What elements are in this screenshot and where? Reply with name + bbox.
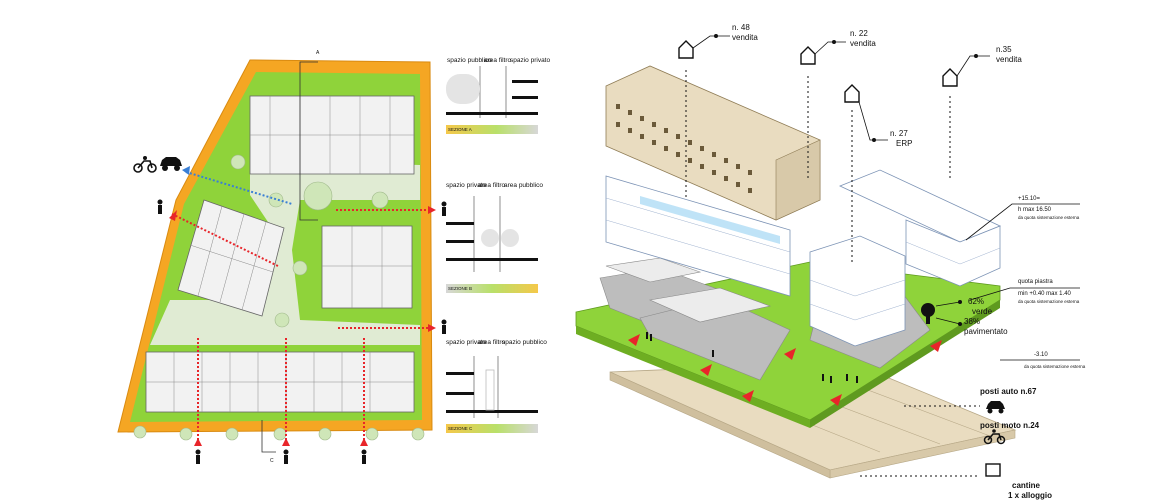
block-35 — [905, 219, 1001, 287]
block-22-use: vendita — [850, 39, 876, 48]
section-a: spazio pubblico area filtro spazio priva… — [446, 57, 550, 134]
basement-ref: da quota sistemazione esterna — [1024, 364, 1086, 369]
height-top-ref: da quota sistemazione esterna — [1018, 215, 1080, 220]
section-b-col2: area filtro — [478, 182, 505, 189]
block-22-count: n. 22 — [850, 29, 868, 38]
section-c-label: SEZIONE C — [448, 426, 473, 431]
tree-icon — [921, 303, 935, 324]
building-west — [177, 199, 285, 317]
section-marker-a: A — [316, 50, 320, 56]
height-top-max: h max 16.50 — [1018, 207, 1052, 213]
podium-ref: da quota sistemazione esterna — [1018, 299, 1080, 304]
section-a-col1: spazio pubblico — [447, 57, 492, 64]
section-b-col3: area pubblico — [504, 182, 543, 189]
house-icon — [942, 68, 958, 87]
paved-percent: 38% — [964, 317, 980, 326]
motorbike-icon — [983, 429, 1006, 445]
motorbike-icon — [133, 156, 157, 173]
block-48-use: vendita — [732, 33, 758, 42]
cellar-icon — [985, 463, 1001, 477]
entry-arrows — [628, 334, 942, 406]
section-c: spazio privato area filtro spazio pubbli… — [446, 339, 547, 433]
block-35-use: vendita — [996, 55, 1022, 64]
pedestrian-icon — [361, 449, 367, 464]
section-a-col3: spazio privato — [510, 57, 550, 64]
block-27-use: ERP — [896, 139, 912, 148]
courtyard-paving — [150, 160, 420, 345]
height-top-level: +15.10= — [1018, 196, 1041, 202]
site-plan: A C — [117, 50, 447, 464]
block-48-count: n. 48 — [732, 23, 750, 32]
house-icon — [800, 46, 816, 65]
block-22 — [809, 235, 906, 347]
access-arrows — [169, 206, 436, 446]
pedestrian-icon — [441, 319, 447, 334]
car-icon — [986, 401, 1005, 414]
block-48-windows — [616, 104, 752, 193]
section-c-col1: spazio privato — [446, 339, 486, 346]
car-icon — [160, 157, 182, 171]
section-a-col2: area filtro — [484, 57, 511, 64]
people-figures — [646, 332, 858, 383]
podium-range: min +0.40 max 1.40 — [1018, 291, 1072, 297]
pedestrian-icon — [283, 449, 289, 464]
section-c-col2: area filtro — [478, 339, 505, 346]
green-label: verde — [972, 307, 993, 316]
pedestrian-icon — [157, 199, 163, 214]
pedestrian-icon — [441, 201, 447, 216]
section-b: spazio privato area filtro area pubblico… — [446, 182, 543, 293]
basement-level: -3.10 — [1034, 352, 1048, 358]
section-line-a — [299, 61, 318, 221]
axonometric: n. 48 vendita n. 22 vendita n. 27 ERP n.… — [575, 23, 1086, 500]
section-c-col3: spazio pubblico — [502, 339, 547, 346]
section-marker-c: C — [270, 458, 274, 464]
section-b-label: SEZIONE B — [448, 286, 472, 291]
trees — [133, 154, 425, 441]
section-b-col1: spazio privato — [446, 182, 486, 189]
podium-title: quota piastra — [1018, 279, 1053, 285]
section-a-label: SEZIONE A — [448, 127, 472, 132]
pedestrian-icon — [195, 449, 201, 464]
section-line-c — [261, 420, 276, 453]
cellars-line2: 1 x alloggio — [1008, 491, 1052, 500]
parking-bikes: posti moto n.24 — [980, 421, 1040, 430]
building-east — [321, 225, 413, 309]
cellars-line1: cantine — [1012, 481, 1041, 490]
block-27-count: n. 27 — [890, 129, 908, 138]
block-35-count: n.35 — [996, 45, 1012, 54]
green-percent: 62% — [968, 297, 984, 306]
vehicle-arrow — [182, 166, 190, 175]
parking-cars: posti auto n.67 — [980, 387, 1037, 396]
house-icon — [678, 40, 694, 59]
vehicle-access-line — [185, 171, 293, 205]
pedestrian-icons — [157, 199, 447, 464]
house-icon — [844, 84, 860, 103]
paved-label: pavimentato — [964, 327, 1008, 336]
